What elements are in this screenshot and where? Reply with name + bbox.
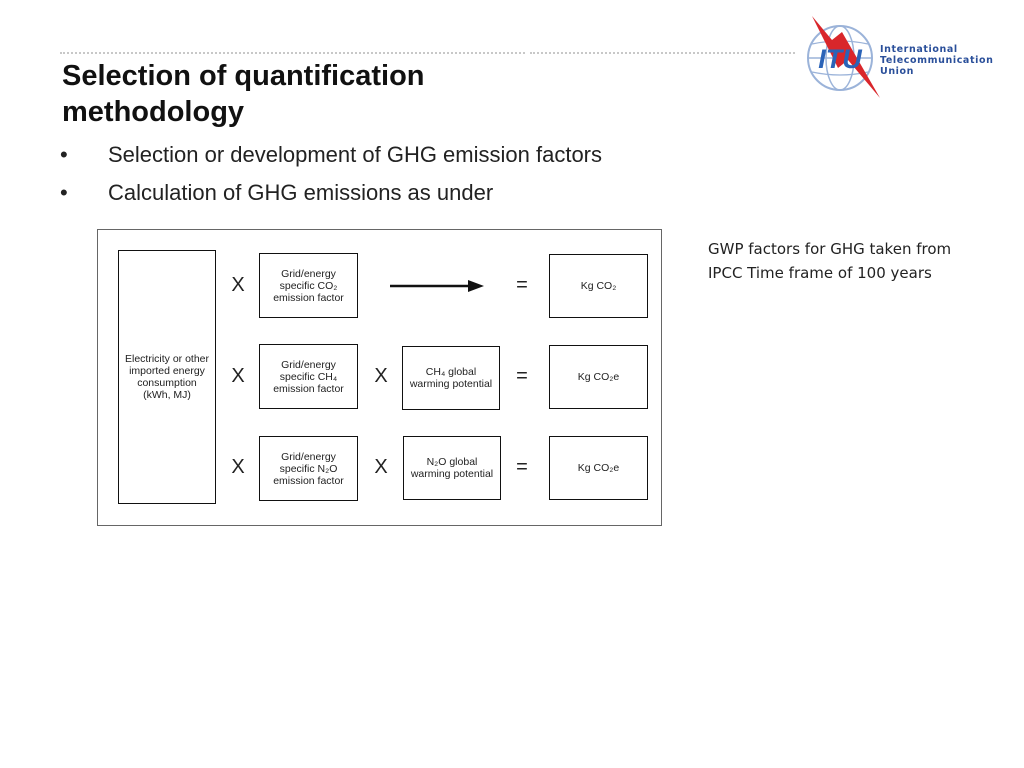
factor-line: Grid/energy	[281, 358, 336, 371]
result-kg-co2-box: Kg CO₂	[549, 254, 648, 318]
gwp-note-line2: IPCC Time frame of 100 years	[708, 264, 932, 282]
factor-line: specific N₂O	[279, 462, 338, 475]
itu-mark-text: ITU	[818, 44, 863, 74]
bullet-list: • Selection or development of GHG emissio…	[60, 142, 602, 218]
slide-title-line2: methodology	[62, 96, 245, 128]
itu-logo-line1: International	[880, 44, 958, 55]
factor-line: emission factor	[273, 474, 344, 487]
equals-symbol: =	[516, 456, 528, 478]
itu-logo-line3: Union	[880, 66, 915, 77]
gwp-line: warming potential	[409, 378, 493, 390]
bullet-text: Calculation of GHG emissions as under	[108, 180, 494, 205]
ch4-gwp-box: CH₄ global warming potential	[402, 346, 500, 410]
result-text: Kg CO₂	[580, 280, 617, 292]
bullet-text: Selection or development of GHG emission…	[108, 142, 603, 167]
itu-logo: ITU	[802, 10, 1022, 100]
bullet-item: • Selection or development of GHG emissio…	[60, 142, 602, 168]
equals-symbol: =	[516, 274, 528, 296]
header-dotted-rule	[60, 52, 525, 54]
n2o-gwp-box: N₂O global warming potential	[403, 436, 501, 500]
multiply-symbol: X	[231, 365, 245, 387]
ghg-calculation-diagram: Electricity or other imported energy con…	[97, 229, 662, 526]
result-text: Kg CO₂e	[577, 371, 620, 383]
factor-line: Grid/energy	[281, 267, 336, 280]
slide-title-line1: Selection of quantification	[62, 60, 425, 92]
multiply-symbol: X	[231, 274, 245, 296]
factor-line: specific CO₂	[279, 279, 338, 292]
result-text: Kg CO₂e	[577, 462, 620, 474]
energy-consumption-box: Electricity or other imported energy con…	[118, 250, 216, 504]
result-kg-co2e-box: Kg CO₂e	[549, 345, 648, 409]
co2-emission-factor-box: Grid/energy specific CO₂ emission factor	[259, 253, 358, 318]
result-kg-co2e-box: Kg CO₂e	[549, 436, 648, 500]
energy-consumption-line: consumption	[137, 377, 197, 389]
bullet-dot: •	[60, 180, 68, 205]
multiply-symbol: X	[374, 456, 388, 478]
header-dotted-rule-right	[530, 52, 795, 54]
slide-title: Selection of quantification methodology	[62, 58, 542, 130]
multiply-symbol: X	[231, 456, 245, 478]
energy-consumption-line: Electricity or other	[124, 353, 210, 365]
gwp-note: GWP factors for GHG taken from IPCC Time…	[708, 237, 1008, 285]
itu-logo-line2: Telecommunication	[880, 55, 994, 66]
equals-symbol: =	[516, 365, 528, 387]
gwp-line: N₂O global	[426, 456, 478, 468]
energy-consumption-line: (kWh, MJ)	[143, 389, 191, 401]
gwp-line: CH₄ global	[425, 366, 477, 378]
multiply-symbol: X	[374, 365, 388, 387]
bullet-item: • Calculation of GHG emissions as under	[60, 180, 602, 206]
n2o-emission-factor-box: Grid/energy specific N₂O emission factor	[259, 436, 358, 501]
factor-line: Grid/energy	[281, 450, 336, 463]
itu-logo-text: International Telecommunication Union	[880, 44, 993, 77]
bullet-dot: •	[60, 142, 68, 167]
factor-line: specific CH₄	[279, 370, 338, 383]
energy-consumption-line: imported energy	[129, 365, 205, 377]
gwp-line: warming potential	[410, 468, 494, 480]
factor-line: emission factor	[273, 291, 344, 304]
gwp-note-line1: GWP factors for GHG taken from	[708, 240, 952, 258]
itu-globe-icon: ITU	[807, 16, 880, 98]
arrow-right-icon	[390, 280, 484, 292]
factor-line: emission factor	[273, 382, 344, 395]
ch4-emission-factor-box: Grid/energy specific CH₄ emission factor	[259, 344, 358, 409]
